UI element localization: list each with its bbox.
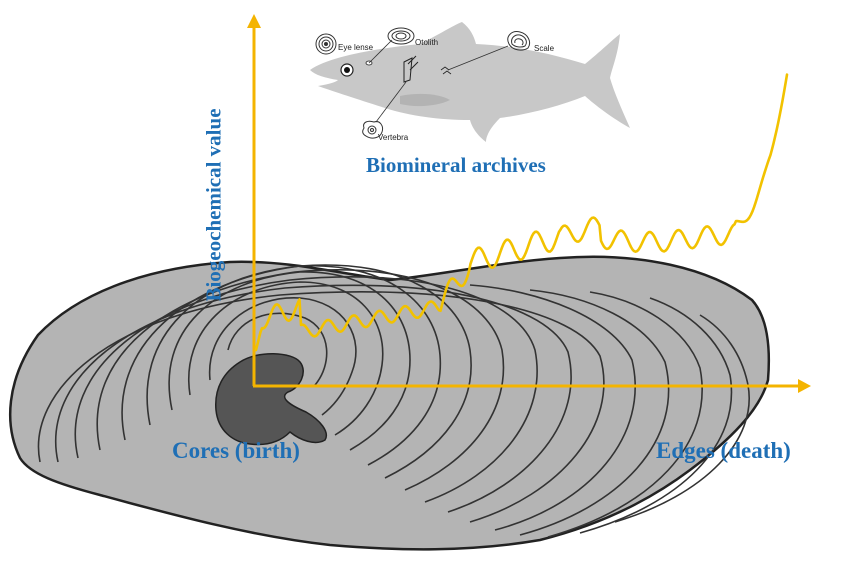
cores-birth-label: Cores (birth) bbox=[172, 438, 300, 463]
scale-label: Scale bbox=[534, 44, 555, 53]
otolith-icon bbox=[387, 27, 415, 45]
vertebra-icon bbox=[362, 120, 383, 139]
biomineral-archives-title: Biomineral archives bbox=[366, 153, 546, 177]
otolith-cross-section bbox=[8, 255, 771, 551]
growth-rings bbox=[37, 264, 750, 538]
y-axis-label: Biogeochemical value bbox=[201, 108, 226, 302]
axes bbox=[247, 14, 811, 393]
scale-icon bbox=[507, 31, 531, 51]
otolith-core bbox=[215, 353, 327, 446]
fish-body bbox=[310, 22, 630, 142]
edges-death-label: Edges (death) bbox=[656, 438, 791, 463]
otolith-body bbox=[8, 255, 771, 551]
leader-lines bbox=[368, 39, 509, 123]
fish-illustration bbox=[310, 22, 630, 142]
x-axis-arrowhead bbox=[798, 379, 811, 393]
biogeochemical-trace bbox=[254, 73, 789, 352]
eye-lens-label: Eye lense bbox=[338, 43, 374, 52]
eye-lens-icon bbox=[315, 33, 337, 55]
otolith-label: Otolith bbox=[415, 38, 439, 47]
y-axis-arrowhead bbox=[247, 14, 261, 28]
vertebra-label: Vertebra bbox=[378, 133, 409, 142]
